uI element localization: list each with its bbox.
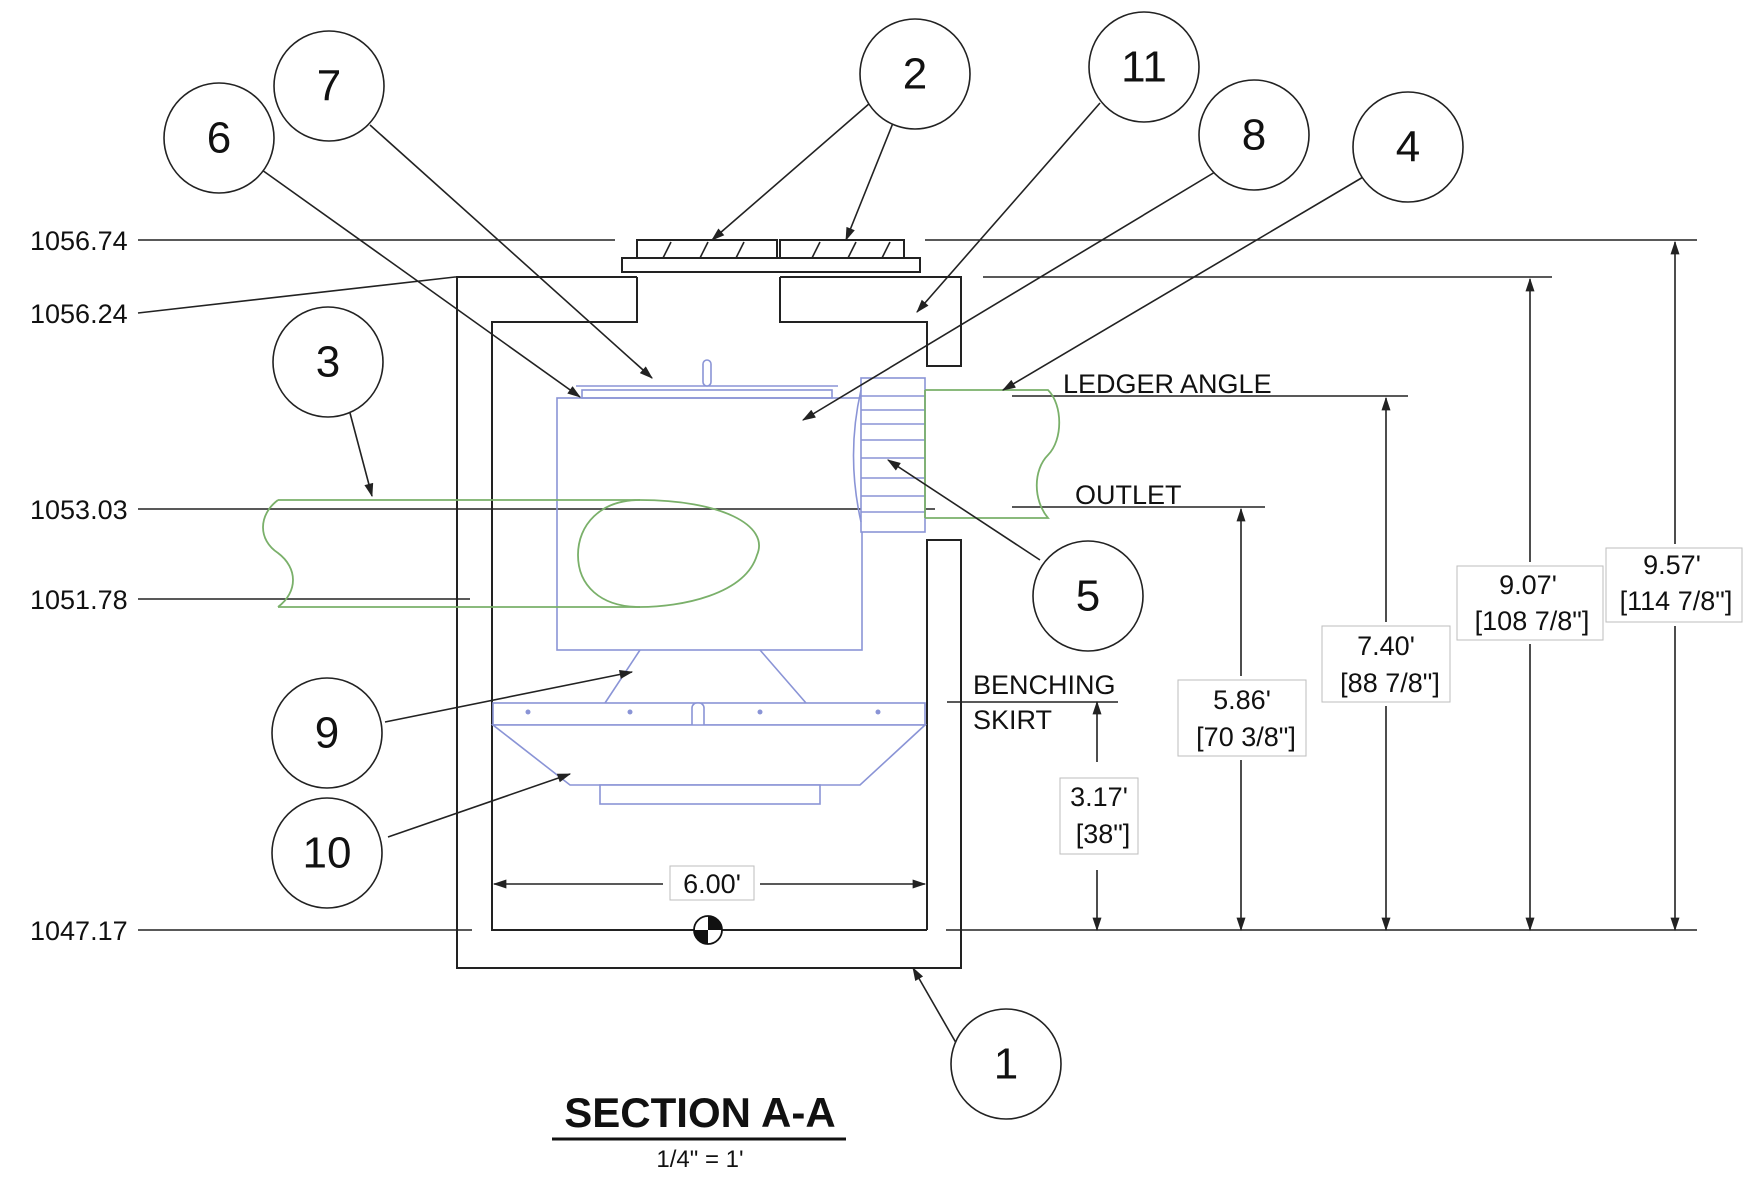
manhole-structure [456,276,962,969]
drawing-scale: 1/4" = 1' [656,1146,743,1173]
dimension-3-17-feet: 3.17' [1070,782,1128,812]
callout-11-number: 11 [1121,43,1167,92]
dimension-9-07: 9.07' [108 7/8"] [1456,277,1604,932]
inlet-pipe [262,499,760,608]
callout-11: 11 [1088,11,1200,123]
benching-skirt-note-line2: SKIRT [973,705,1052,735]
callout-5-number: 5 [1076,572,1100,621]
callout-6-number: 6 [207,114,231,163]
callout-8: 8 [1198,79,1310,191]
dimension-9-57-feet: 9.57' [1643,550,1701,580]
width-dimension-label: 6.00' [683,869,741,899]
frame-and-cover [621,239,921,273]
callout-2-number: 2 [903,50,927,99]
ledger-angle-note: LEDGER ANGLE [1063,369,1272,399]
center-of-gravity-icon [693,915,723,945]
callout-10-number: 10 [303,829,352,878]
callout-4: 4 [1352,91,1464,203]
callout-5: 5 [1032,540,1144,652]
leader-lines [261,102,1376,1056]
dimension-7-40: 7.40' [88 7/8"] [1321,396,1451,932]
dimension-7-40-inches: [88 7/8"] [1340,668,1440,698]
dimension-9-57-inches: [114 7/8"] [1620,586,1733,616]
callout-1-number: 1 [994,1040,1018,1089]
dimension-9-07-feet: 9.07' [1499,570,1557,600]
drawing-title-block: SECTION A-A 1/4" = 1' [552,1089,846,1173]
outlet-note: OUTLET [1075,480,1182,510]
drawing-title: SECTION A-A [564,1089,835,1136]
callout-2: 2 [859,18,971,130]
callout-1: 1 [950,1008,1062,1120]
dimension-3-17-inches: [38"] [1076,819,1131,849]
callout-3: 3 [272,306,384,418]
elevation-inlet-crown: 1053.03 [30,495,128,525]
callout-4-number: 4 [1396,123,1420,172]
separator-internals [490,359,928,805]
dimension-5-86-feet: 5.86' [1213,685,1271,715]
callout-9-number: 9 [315,709,339,758]
dimension-7-40-feet: 7.40' [1357,631,1415,661]
elevation-rim: 1056.74 [30,226,128,256]
width-dimension: 6.00' [492,865,927,901]
dimension-5-86-inches: [70 3/8"] [1196,722,1296,752]
benching-skirt-note-line1: BENCHING [973,670,1116,700]
callout-10: 10 [271,797,383,909]
outlet-pipe [924,389,1061,519]
elevation-inlet-invert: 1051.78 [30,585,128,615]
callout-9: 9 [271,677,383,789]
dimension-5-86: 5.86' [70 3/8"] [1177,507,1307,932]
dimension-3-17: 3.17' [38"] [1059,700,1139,932]
elevation-floor: 1047.17 [30,916,128,946]
elevation-lines [137,239,1697,931]
callout-3-number: 3 [316,338,340,387]
dimension-9-07-inches: [108 7/8"] [1475,606,1590,636]
callout-7-number: 7 [317,62,341,111]
callout-7: 7 [273,30,385,142]
dimension-9-57: 9.57' [114 7/8"] [1605,240,1743,932]
callout-8-number: 8 [1242,111,1266,160]
elevation-top-of-structure: 1056.24 [30,299,128,329]
callout-6: 6 [163,82,275,194]
